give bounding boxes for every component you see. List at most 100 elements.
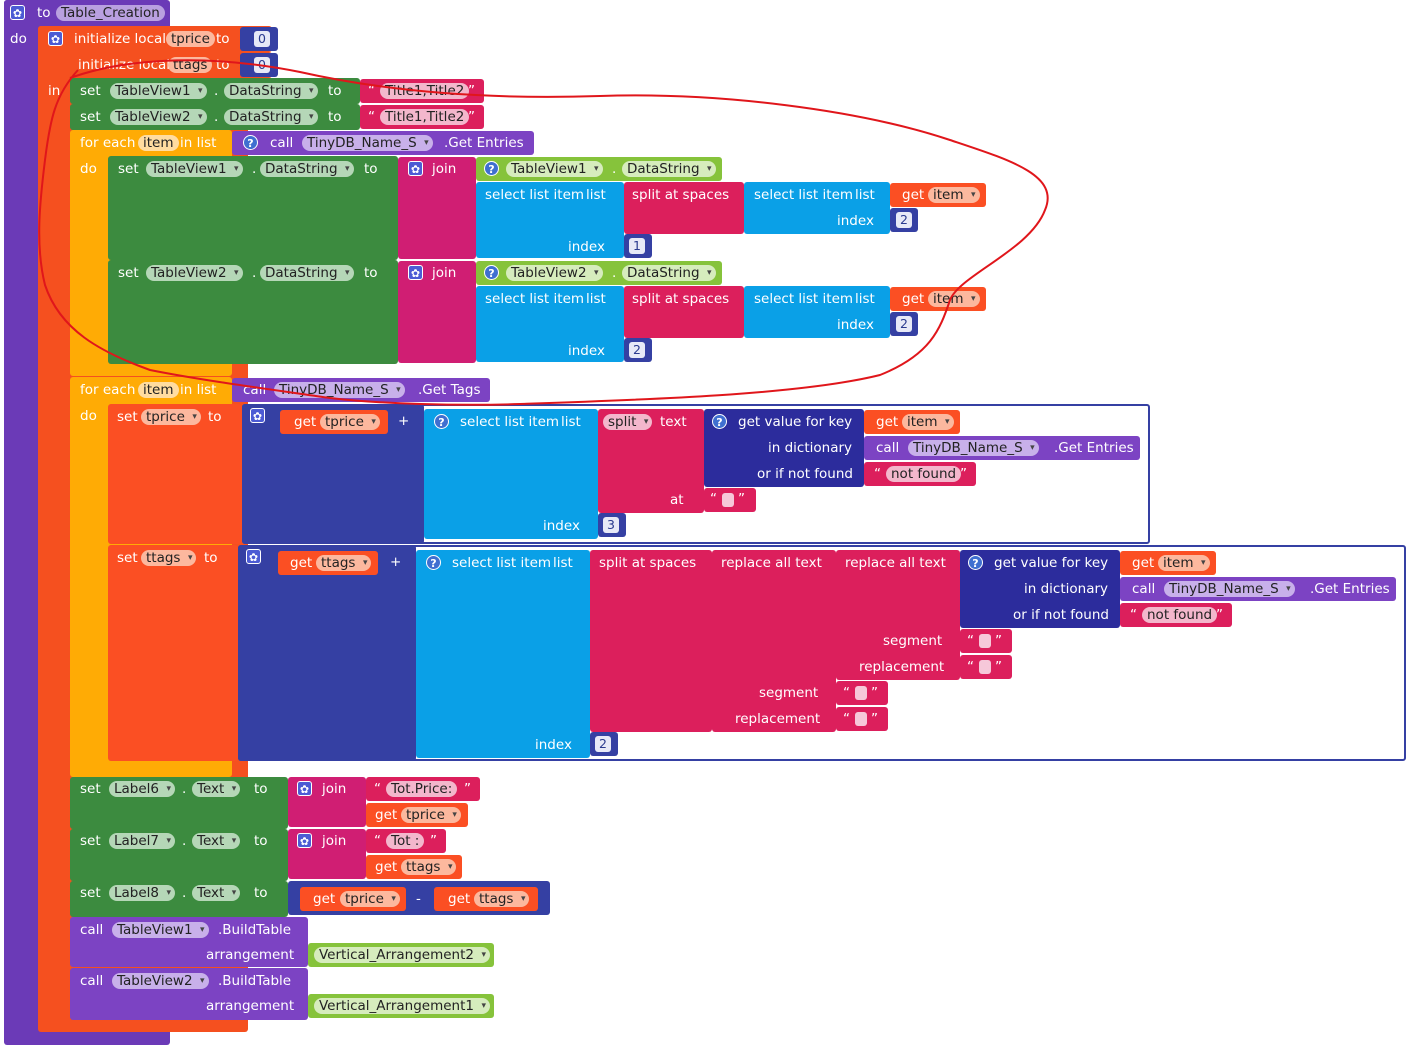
help-icon[interactable]: ?	[712, 414, 727, 429]
component-dropdown[interactable]: Label8	[109, 885, 176, 901]
component-dropdown[interactable]: TableView2	[112, 973, 209, 989]
variable-dropdown[interactable]: item	[1158, 555, 1210, 571]
close-quote: ”	[738, 491, 745, 507]
property-dropdown[interactable]: DataString	[224, 83, 318, 99]
number-value[interactable]: 0	[254, 31, 270, 47]
variable-dropdown[interactable]: item	[928, 291, 980, 307]
number-value[interactable]: 1	[629, 238, 645, 254]
replace-all-text-block[interactable]	[836, 550, 960, 680]
component-dropdown[interactable]: TableView2	[110, 109, 207, 125]
string-value[interactable]: Tot.Price:	[386, 781, 458, 797]
help-icon[interactable]: ?	[484, 265, 499, 280]
or-if-not-found-label: or if not found	[1013, 607, 1109, 623]
component-dropdown[interactable]: TinyDB_Name_S	[908, 440, 1039, 456]
number-value[interactable]: 0	[254, 57, 270, 73]
variable-dropdown[interactable]: ttags	[141, 550, 197, 566]
component-dropdown[interactable]: TableView1	[110, 83, 207, 99]
help-icon[interactable]: ?	[484, 161, 499, 176]
property-dropdown[interactable]: Text	[192, 833, 241, 849]
help-icon[interactable]: ?	[426, 555, 441, 570]
loop-var-item[interactable]: item	[138, 135, 179, 151]
get-label: get	[902, 291, 925, 307]
property-dropdown[interactable]: Text	[192, 781, 241, 797]
set-tprice-block[interactable]	[108, 404, 242, 544]
procedure-name-field[interactable]: Table_Creation	[56, 5, 165, 21]
gear-icon[interactable]: ✿	[297, 781, 312, 796]
variable-dropdown[interactable]: tprice	[401, 807, 461, 823]
string-value[interactable]	[722, 493, 734, 507]
variable-dropdown[interactable]: tprice	[340, 891, 400, 907]
replacement-label: replacement	[735, 711, 821, 727]
replace-all-text-block[interactable]	[712, 550, 836, 732]
component-dropdown[interactable]: TinyDB_Name_S	[274, 382, 405, 398]
set-label: set	[80, 781, 101, 797]
property-dropdown[interactable]: DataString	[260, 161, 354, 177]
variable-dropdown[interactable]: tprice	[141, 409, 201, 425]
help-icon[interactable]: ?	[968, 555, 983, 570]
property-dropdown[interactable]: DataString	[622, 161, 716, 177]
property-dropdown[interactable]: DataString	[224, 109, 318, 125]
string-value[interactable]: Tot :	[386, 833, 425, 849]
component-dropdown[interactable]: TableView1	[146, 161, 243, 177]
variable-dropdown[interactable]: ttags	[474, 891, 530, 907]
number-value[interactable]: 2	[896, 316, 912, 332]
component-dropdown[interactable]: TinyDB_Name_S	[302, 135, 433, 151]
string-value[interactable]	[979, 660, 991, 674]
dot-label: .	[252, 265, 257, 281]
variable-dropdown[interactable]: tprice	[320, 414, 380, 430]
number-value[interactable]: 2	[595, 736, 611, 752]
gear-icon[interactable]: ✿	[250, 408, 265, 423]
local-name-tprice[interactable]: tprice	[166, 31, 215, 47]
number-value[interactable]: 2	[896, 212, 912, 228]
help-icon[interactable]: ?	[434, 414, 449, 429]
component-dropdown[interactable]: TinyDB_Name_S	[1164, 581, 1295, 597]
string-value[interactable]	[855, 686, 867, 700]
select-list-item-block[interactable]	[416, 550, 590, 758]
set-ttags-block[interactable]	[108, 545, 238, 761]
gear-icon[interactable]: ✿	[297, 833, 312, 848]
set-label8-text-block[interactable]	[70, 881, 288, 917]
number-value[interactable]: 3	[603, 517, 619, 533]
component-dropdown[interactable]: TableView2	[506, 265, 603, 281]
gear-icon[interactable]: ✿	[246, 549, 261, 564]
string-value[interactable]: not found	[886, 466, 962, 482]
variable-dropdown[interactable]: item	[902, 414, 954, 430]
string-value[interactable]	[979, 634, 991, 648]
string-value[interactable]: Title1,Title2	[380, 83, 470, 99]
gear-icon[interactable]: ✿	[48, 31, 63, 46]
component-dropdown[interactable]: TableView1	[506, 161, 603, 177]
set-label6-text-block[interactable]	[70, 777, 288, 829]
gear-icon[interactable]: ✿	[408, 265, 423, 280]
local-name-ttags[interactable]: ttags	[168, 57, 213, 73]
variable-dropdown[interactable]: item	[928, 187, 980, 203]
component-dropdown[interactable]: Vertical_Arrangement2	[314, 947, 490, 963]
component-dropdown[interactable]: TableView1	[112, 922, 209, 938]
gear-icon[interactable]: ✿	[10, 5, 25, 20]
set-label7-text-block[interactable]	[70, 829, 288, 881]
property-dropdown[interactable]: DataString	[260, 265, 354, 281]
component-dropdown[interactable]: Vertical_Arrangement1	[314, 998, 490, 1014]
split-dropdown[interactable]: split	[603, 414, 653, 430]
loop-var-item[interactable]: item	[138, 382, 179, 398]
string-value[interactable]: not found	[1142, 607, 1218, 623]
variable-dropdown[interactable]: ttags	[316, 555, 372, 571]
gear-icon[interactable]: ✿	[408, 161, 423, 176]
string-value[interactable]	[855, 712, 867, 726]
property-dropdown[interactable]: Text	[192, 885, 241, 901]
close-quote: ”	[871, 711, 878, 727]
get-label: get	[290, 555, 313, 571]
help-icon[interactable]: ?	[243, 135, 258, 150]
number-value[interactable]: 2	[629, 342, 645, 358]
dictionary-lookup-block[interactable]	[704, 409, 864, 487]
component-dropdown[interactable]: Label7	[109, 833, 176, 849]
property-dropdown[interactable]: DataString	[622, 265, 716, 281]
string-value[interactable]: Title1,Title2	[380, 109, 470, 125]
select-list-item-block[interactable]	[424, 409, 598, 539]
component-dropdown[interactable]: TableView2	[146, 265, 243, 281]
close-quote: ”	[464, 781, 471, 797]
variable-dropdown[interactable]: ttags	[401, 859, 457, 875]
split-at-spaces-block[interactable]	[590, 550, 712, 732]
component-dropdown[interactable]: Label6	[109, 781, 176, 797]
dictionary-lookup-block[interactable]	[960, 550, 1120, 628]
